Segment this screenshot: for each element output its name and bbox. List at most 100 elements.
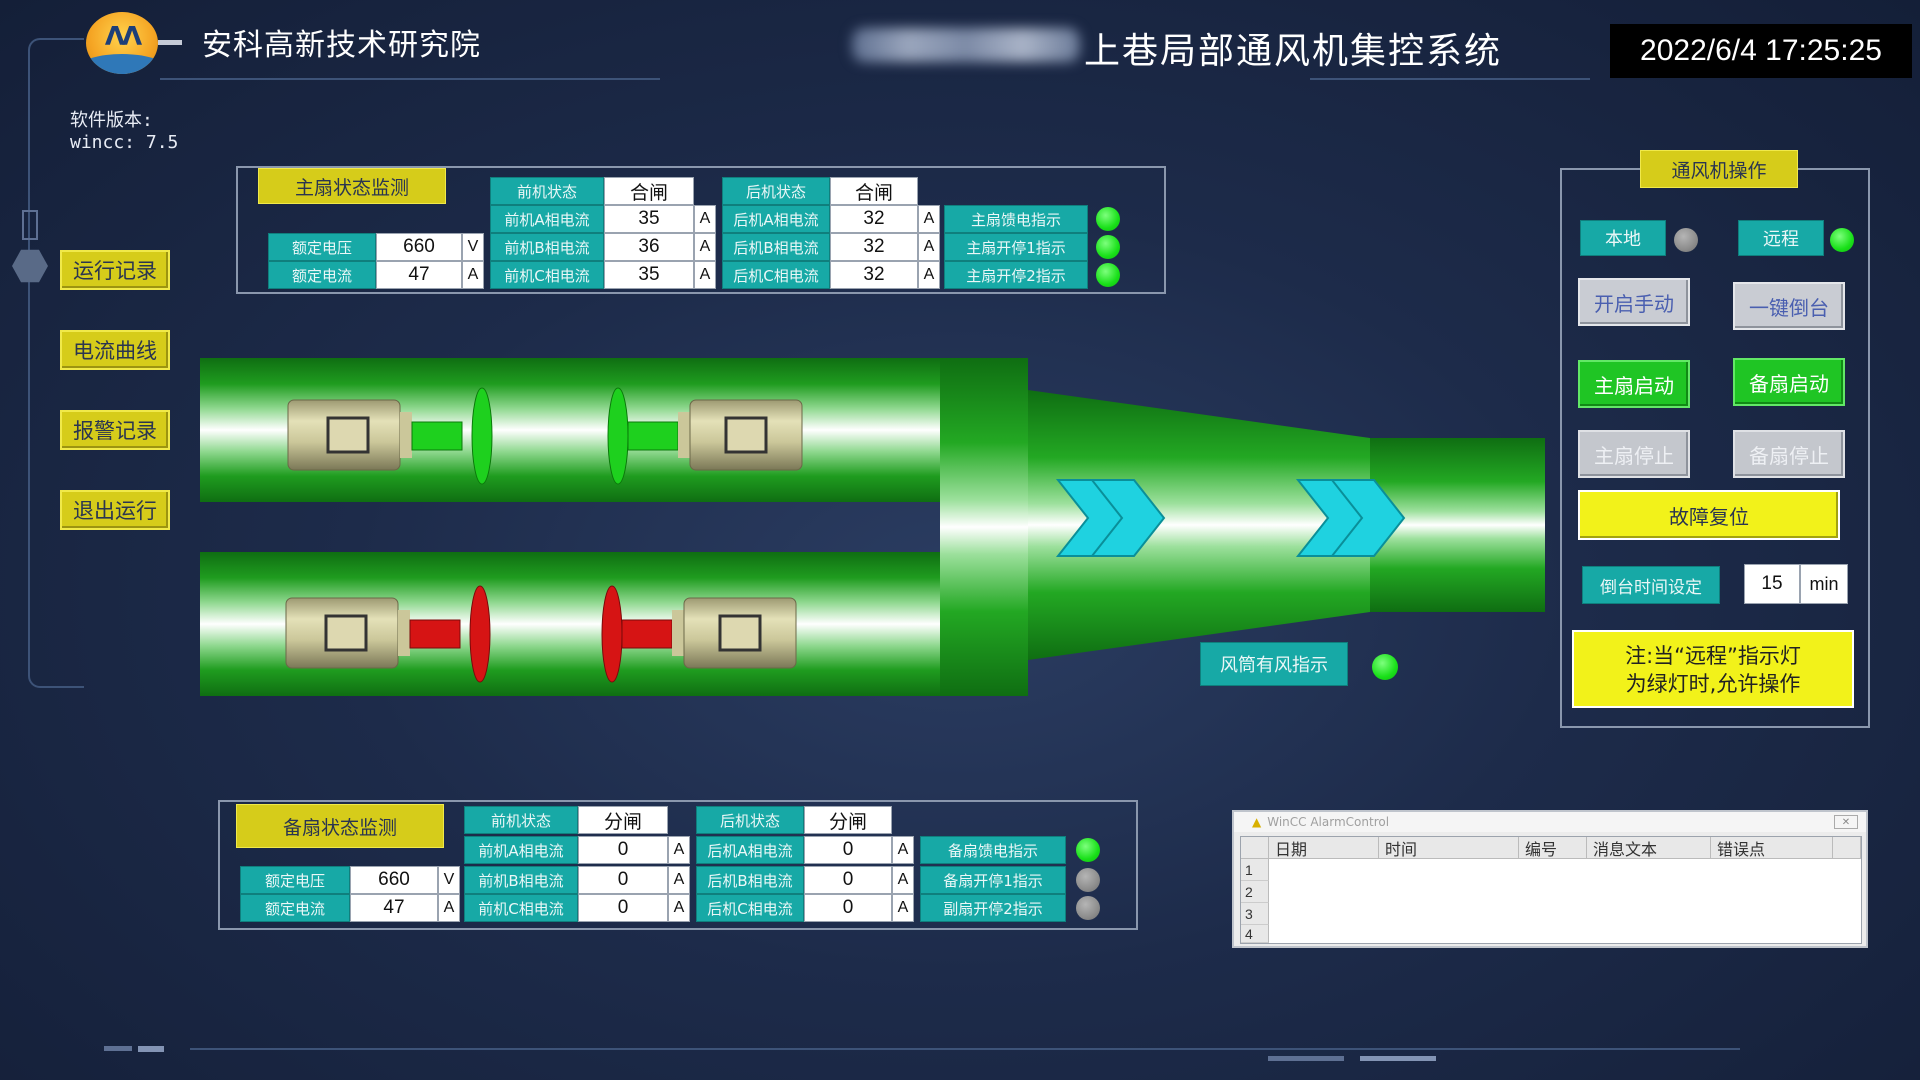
backup-rated-voltage-unit: V bbox=[438, 866, 460, 894]
main-onoff2-indicator-label: 主扇开停2指示 bbox=[944, 261, 1088, 289]
backup-rear-a-unit: A bbox=[892, 836, 914, 864]
main-rated-voltage-value: 660 bbox=[376, 233, 462, 261]
backup-rear-motor bbox=[601, 585, 797, 683]
main-front-a-unit: A bbox=[694, 205, 716, 233]
main-fan-panel bbox=[236, 166, 1166, 294]
backup-rear-state-value: 分闸 bbox=[804, 806, 892, 834]
backup-rear-c-value: 0 bbox=[804, 894, 892, 922]
alarm-row-number: 1 bbox=[1241, 859, 1269, 881]
alarm-close-icon[interactable]: ✕ bbox=[1834, 815, 1858, 829]
switch-time-label: 倒台时间设定 bbox=[1582, 566, 1720, 604]
header-divider-left bbox=[160, 78, 660, 80]
bottom-bar-1 bbox=[1268, 1056, 1344, 1061]
backup-rear-b-value: 0 bbox=[804, 866, 892, 894]
remote-operation-note: 注:当“远程”指示灯 为绿灯时,允许操作 bbox=[1572, 630, 1854, 708]
alarm-row-number: 2 bbox=[1241, 881, 1269, 903]
org-name: 安科高新技术研究院 bbox=[202, 28, 481, 63]
main-rear-b-label: 后机B相电流 bbox=[722, 233, 830, 261]
main-rear-c-value: 32 bbox=[830, 261, 918, 289]
main-rear-state-value: 合闸 bbox=[830, 177, 918, 205]
backup-rated-current-label: 额定电流 bbox=[240, 894, 350, 922]
main-front-state-label: 前机状态 bbox=[490, 177, 604, 205]
alarm-col-number[interactable]: 编号 bbox=[1519, 837, 1587, 859]
backup-rated-voltage-label: 额定电压 bbox=[240, 866, 350, 894]
alarm-window-title: WinCC AlarmControl bbox=[1267, 815, 1390, 829]
remote-mode-label: 远程 bbox=[1738, 220, 1824, 256]
backup-onoff1-indicator-label: 备扇开停1指示 bbox=[920, 866, 1066, 894]
alarm-col-time[interactable]: 时间 bbox=[1379, 837, 1519, 859]
backup-fan-stop-button[interactable]: 备扇停止 bbox=[1733, 430, 1845, 478]
main-rear-b-value: 32 bbox=[830, 233, 918, 261]
main-rear-state-label: 后机状态 bbox=[722, 177, 830, 205]
backup-rear-c-unit: A bbox=[892, 894, 914, 922]
alarm-col-message[interactable]: 消息文本 bbox=[1587, 837, 1711, 859]
backup-onoff2-indicator-label: 副扇开停2指示 bbox=[920, 894, 1066, 922]
one-key-switch-button[interactable]: 一键倒台 bbox=[1733, 282, 1845, 330]
fault-reset-button[interactable]: 故障复位 bbox=[1578, 490, 1840, 540]
datetime-display: 2022/6/4 17:25:25 bbox=[1610, 24, 1912, 78]
alarm-row-number: 3 bbox=[1241, 903, 1269, 925]
bottom-divider bbox=[190, 1048, 1740, 1050]
main-rear-a-unit: A bbox=[918, 205, 940, 233]
duct-diagram bbox=[200, 358, 1545, 696]
backup-rated-current-value: 47 bbox=[350, 894, 438, 922]
reducer-pipe bbox=[1028, 390, 1370, 660]
switch-time-unit: min bbox=[1800, 564, 1848, 604]
alarm-corner bbox=[1241, 837, 1269, 859]
main-fan-start-button[interactable]: 主扇启动 bbox=[1578, 360, 1690, 408]
bottom-bar-2 bbox=[1360, 1056, 1436, 1061]
main-rated-current-value: 47 bbox=[376, 261, 462, 289]
main-rated-voltage-unit: V bbox=[462, 233, 484, 261]
main-front-c-label: 前机C相电流 bbox=[490, 261, 604, 289]
backup-front-b-unit: A bbox=[668, 866, 690, 894]
main-front-a-label: 前机A相电流 bbox=[490, 205, 604, 233]
main-front-state-value: 合闸 bbox=[604, 177, 694, 205]
system-title: 上巷局部通风机集控系统 bbox=[1084, 31, 1503, 72]
main-front-b-unit: A bbox=[694, 233, 716, 261]
alarm-col-date[interactable]: 日期 bbox=[1269, 837, 1379, 859]
main-onoff1-indicator-lamp bbox=[1096, 235, 1120, 259]
main-feed-indicator-lamp bbox=[1096, 207, 1120, 231]
nav-exit-button[interactable]: 退出运行 bbox=[60, 490, 170, 530]
nav-run-records-button[interactable]: 运行记录 bbox=[60, 250, 170, 290]
operation-title: 通风机操作 bbox=[1640, 150, 1798, 188]
backup-front-b-label: 前机B相电流 bbox=[464, 866, 578, 894]
bottom-dash-2 bbox=[138, 1046, 164, 1052]
alarm-titlebar: ▲ WinCC AlarmControl bbox=[1234, 812, 1866, 832]
backup-fan-title: 备扇状态监测 bbox=[236, 804, 444, 848]
main-fan-title: 主扇状态监测 bbox=[258, 168, 446, 204]
switch-time-input[interactable]: 15 bbox=[1744, 564, 1800, 604]
main-onoff2-indicator-lamp bbox=[1096, 263, 1120, 287]
backup-front-a-unit: A bbox=[668, 836, 690, 864]
nav-alarm-records-button[interactable]: 报警记录 bbox=[60, 410, 170, 450]
alarm-control: ▲ WinCC AlarmControl ✕ 日期 时间 编号 消息文本 错误点… bbox=[1232, 810, 1868, 948]
backup-rear-c-label: 后机C相电流 bbox=[696, 894, 804, 922]
backup-onoff1-indicator-lamp bbox=[1076, 868, 1100, 892]
main-rated-current-unit: A bbox=[462, 261, 484, 289]
airflow-indicator-lamp bbox=[1372, 654, 1398, 680]
company-logo: ΛΛ bbox=[86, 12, 158, 74]
backup-rear-b-unit: A bbox=[892, 866, 914, 894]
flow-arrow-1 bbox=[1055, 479, 1166, 557]
main-rear-c-label: 后机C相电流 bbox=[722, 261, 830, 289]
backup-rear-b-label: 后机B相电流 bbox=[696, 866, 804, 894]
logo-mark: ΛΛ bbox=[104, 22, 142, 52]
manual-mode-button[interactable]: 开启手动 bbox=[1578, 278, 1690, 326]
header-divider-right bbox=[1310, 78, 1590, 80]
side-tab-handle[interactable] bbox=[22, 210, 38, 240]
backup-front-state-value: 分闸 bbox=[578, 806, 668, 834]
backup-fan-start-button[interactable]: 备扇启动 bbox=[1733, 358, 1845, 406]
backup-feed-indicator-lamp bbox=[1076, 838, 1100, 862]
airflow-indicator-label: 风筒有风指示 bbox=[1200, 642, 1348, 686]
main-fan-stop-button[interactable]: 主扇停止 bbox=[1578, 430, 1690, 478]
backup-front-state-label: 前机状态 bbox=[464, 806, 578, 834]
nav-current-curve-button[interactable]: 电流曲线 bbox=[60, 330, 170, 370]
alarm-col-error-point[interactable]: 错误点 bbox=[1711, 837, 1833, 859]
main-front-c-value: 35 bbox=[604, 261, 694, 289]
backup-rear-a-label: 后机A相电流 bbox=[696, 836, 804, 864]
main-onoff1-indicator-label: 主扇开停1指示 bbox=[944, 233, 1088, 261]
alarm-window-icon: ▲ bbox=[1252, 815, 1262, 829]
backup-feed-indicator-label: 备扇馈电指示 bbox=[920, 836, 1066, 864]
backup-rated-voltage-value: 660 bbox=[350, 866, 438, 894]
main-front-motor bbox=[287, 387, 493, 485]
